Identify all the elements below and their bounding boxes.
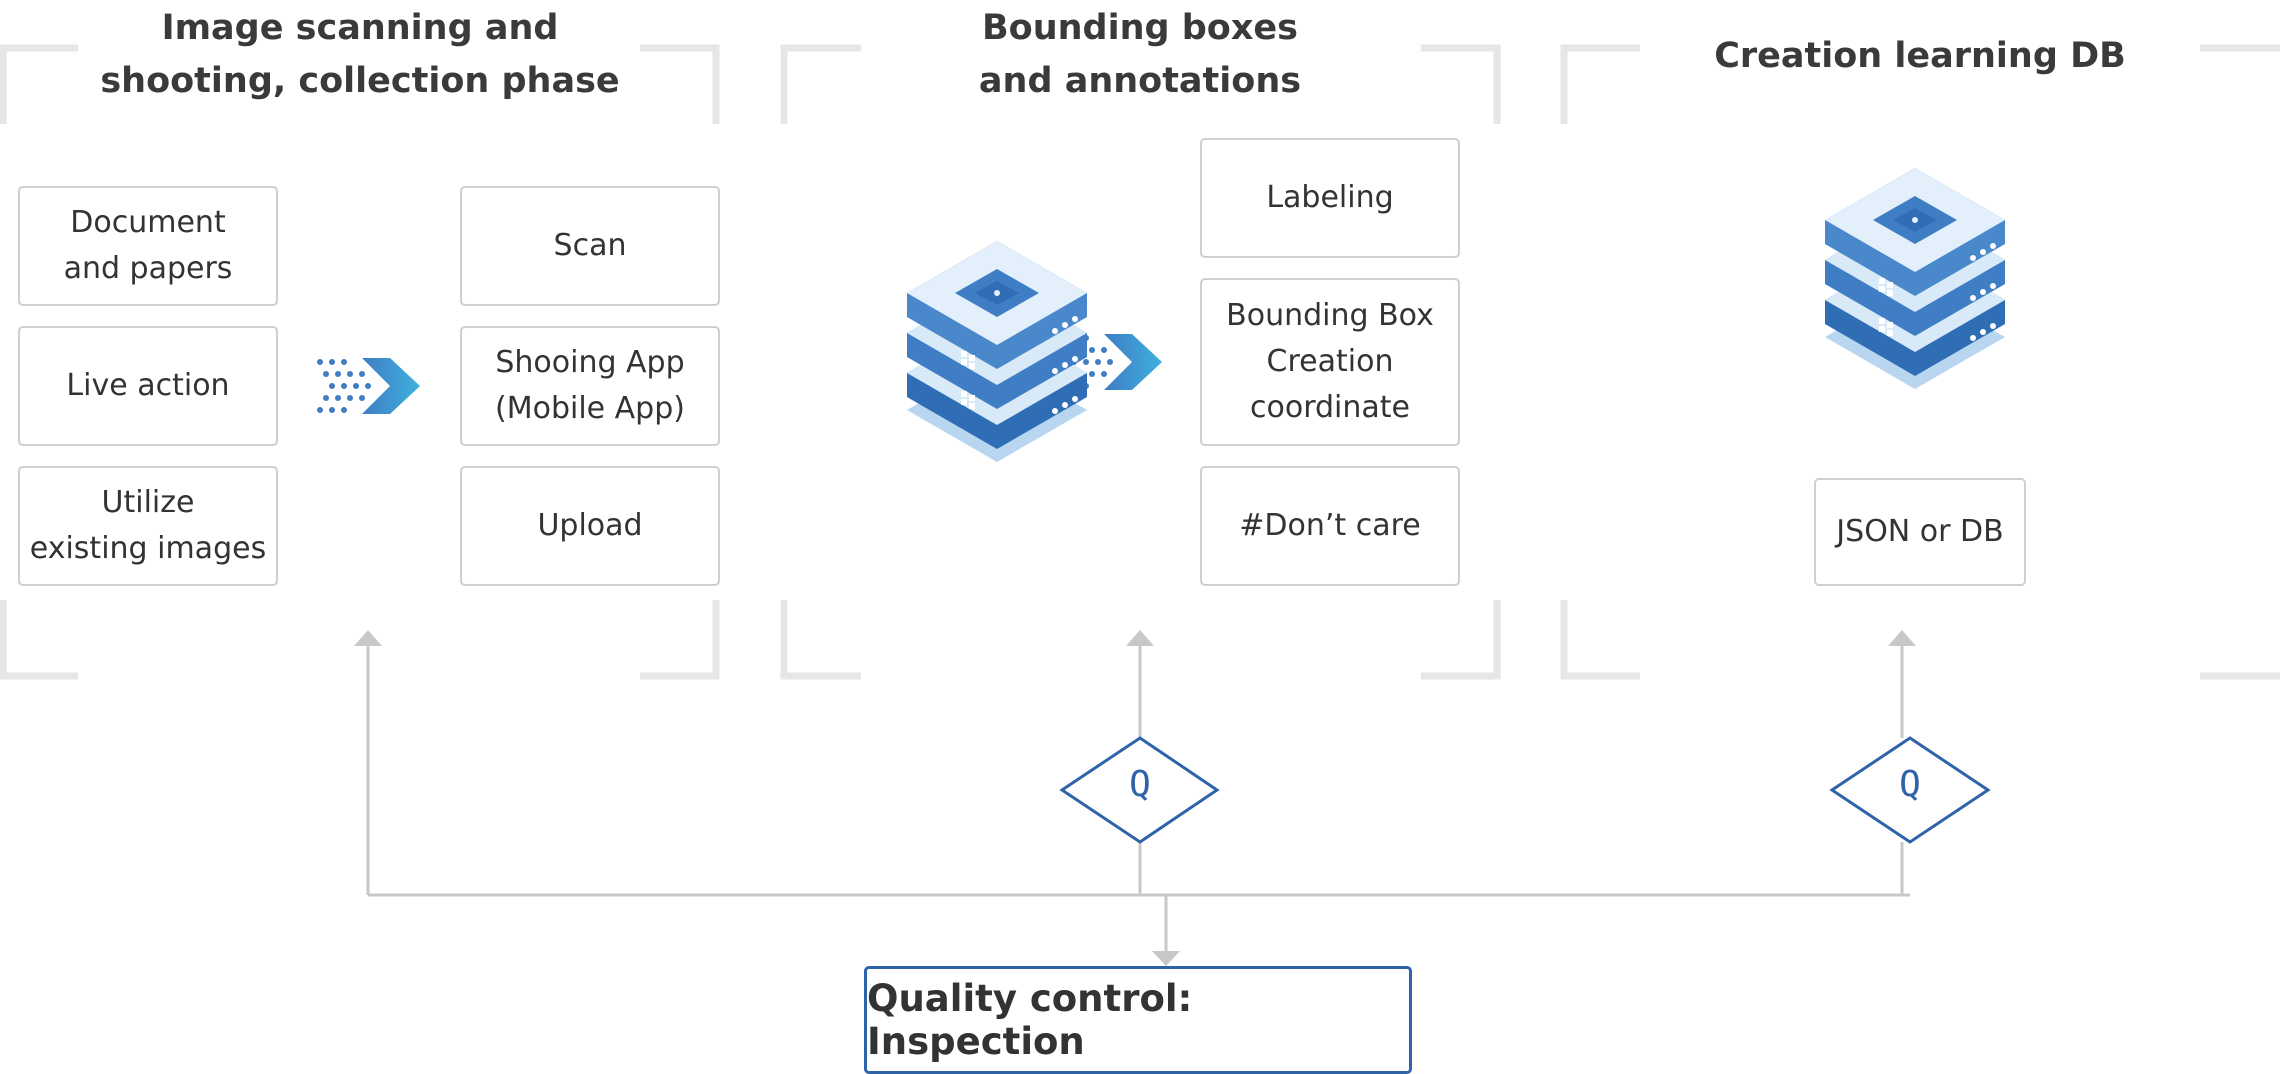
box-line: Live action bbox=[66, 368, 230, 403]
box-line: Bounding Box bbox=[1226, 298, 1434, 333]
box-line: Utilize bbox=[101, 485, 195, 520]
arrow-collect-to-method-icon bbox=[317, 358, 420, 414]
task-bounding-box-box: Bounding Box Creation coordinate bbox=[1200, 278, 1460, 446]
checkpoint-label-1: Q bbox=[1129, 764, 1151, 805]
phase-1-frame bbox=[0, 44, 720, 680]
phase-1-title: Image scanning and shooting, collection … bbox=[40, 2, 680, 108]
task-labeling-box: Labeling bbox=[1200, 138, 1460, 258]
box-line: Labeling bbox=[1266, 180, 1394, 215]
box-line: coordinate bbox=[1249, 390, 1410, 425]
phase-2-title: Bounding boxes and annotations bbox=[820, 2, 1460, 108]
arrowheads bbox=[354, 630, 1916, 966]
box-line: Upload bbox=[537, 508, 643, 543]
feedback-connectors bbox=[366, 646, 1910, 955]
source-live-action-box: Live action bbox=[18, 326, 278, 446]
phase-2-title-line: Bounding boxes bbox=[981, 8, 1298, 48]
phase-2-title-line: and annotations bbox=[978, 61, 1302, 101]
box-line: existing images bbox=[29, 531, 267, 566]
phase-3-title-line: Creation learning DB bbox=[1714, 36, 2126, 76]
box-line: and papers bbox=[63, 251, 233, 286]
box-line: Scan bbox=[553, 228, 627, 263]
checkpoint-label-2: Q bbox=[1899, 764, 1921, 805]
box-line: (Mobile App) bbox=[495, 391, 685, 426]
method-scan-box: Scan bbox=[460, 186, 720, 306]
checkpoint-diamond-2 bbox=[1829, 736, 1991, 844]
phase-2-frame bbox=[780, 44, 1501, 680]
box-line: Creation bbox=[1266, 344, 1394, 379]
method-shooting-app-box: Shooing App (Mobile App) bbox=[460, 326, 720, 446]
quality-control-label: Quality control: Inspection bbox=[867, 977, 1193, 1063]
task-dont-care-box: #Don’t care bbox=[1200, 466, 1460, 586]
method-upload-box: Upload bbox=[460, 466, 720, 586]
box-line: Document bbox=[70, 205, 226, 240]
phase-1-title-line: Image scanning and bbox=[161, 8, 559, 48]
box-line: JSON or DB bbox=[1836, 514, 2004, 549]
output-json-db-box: JSON or DB bbox=[1814, 478, 2026, 586]
source-document-box: Document and papers bbox=[18, 186, 278, 306]
box-line: #Don’t care bbox=[1239, 508, 1421, 543]
phase-3-frame bbox=[1560, 44, 2280, 680]
server-stack-icon bbox=[907, 241, 1087, 462]
phase-3-title: Creation learning DB bbox=[1600, 30, 2240, 83]
server-stack-icon bbox=[1825, 168, 2005, 389]
phase-1-title-line: shooting, collection phase bbox=[100, 61, 620, 101]
quality-control-box: Quality control: Inspection bbox=[864, 966, 1412, 1074]
box-line: Shooing App bbox=[495, 345, 685, 380]
source-existing-images-box: Utilize existing images bbox=[18, 466, 278, 586]
checkpoint-diamond-1 bbox=[1059, 736, 1220, 844]
